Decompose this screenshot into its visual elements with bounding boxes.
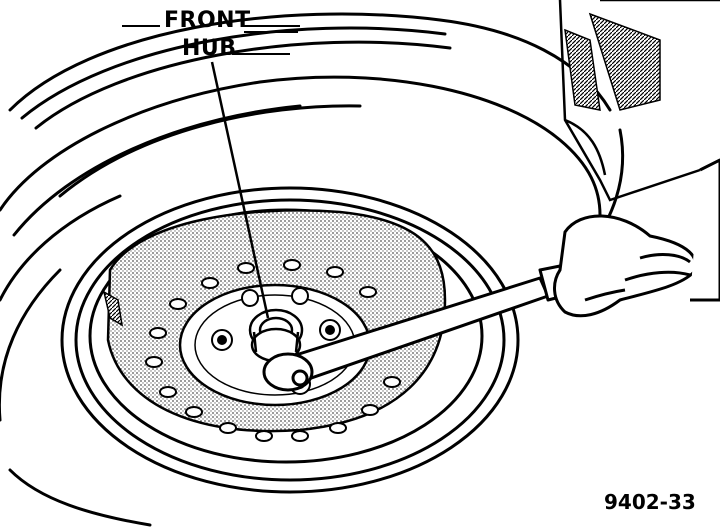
callout-label-line2: HUB: [182, 36, 237, 61]
callout-leader: [210, 61, 270, 319]
fender-shading: [588, 12, 661, 111]
figure-code: 9402-33: [604, 490, 696, 514]
vent-holes: [145, 259, 401, 442]
callout-label-line1: FRONT: [164, 8, 251, 33]
hand: [553, 158, 720, 318]
